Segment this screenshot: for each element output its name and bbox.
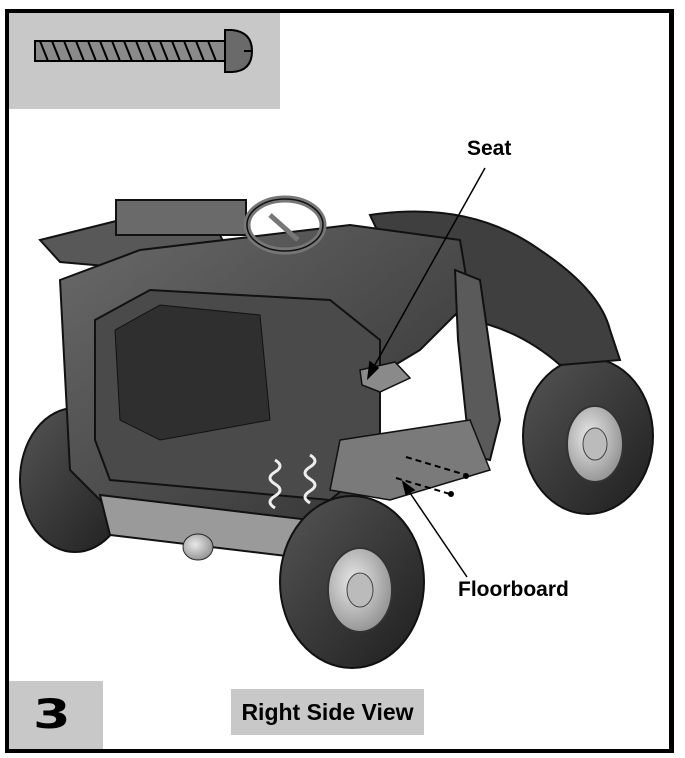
screw-icon — [34, 29, 254, 73]
step-number: 3 — [33, 692, 71, 738]
screw-guide — [395, 456, 469, 497]
rear-right-tire — [522, 357, 654, 515]
callout-leaders — [366, 167, 486, 578]
front-right-tire — [279, 495, 425, 669]
seat-callout: Seat — [467, 137, 512, 160]
floorboard-callout: Floorboard — [458, 578, 569, 601]
view-label: Right Side View — [231, 689, 424, 735]
step-number-box: 3 — [9, 681, 103, 749]
